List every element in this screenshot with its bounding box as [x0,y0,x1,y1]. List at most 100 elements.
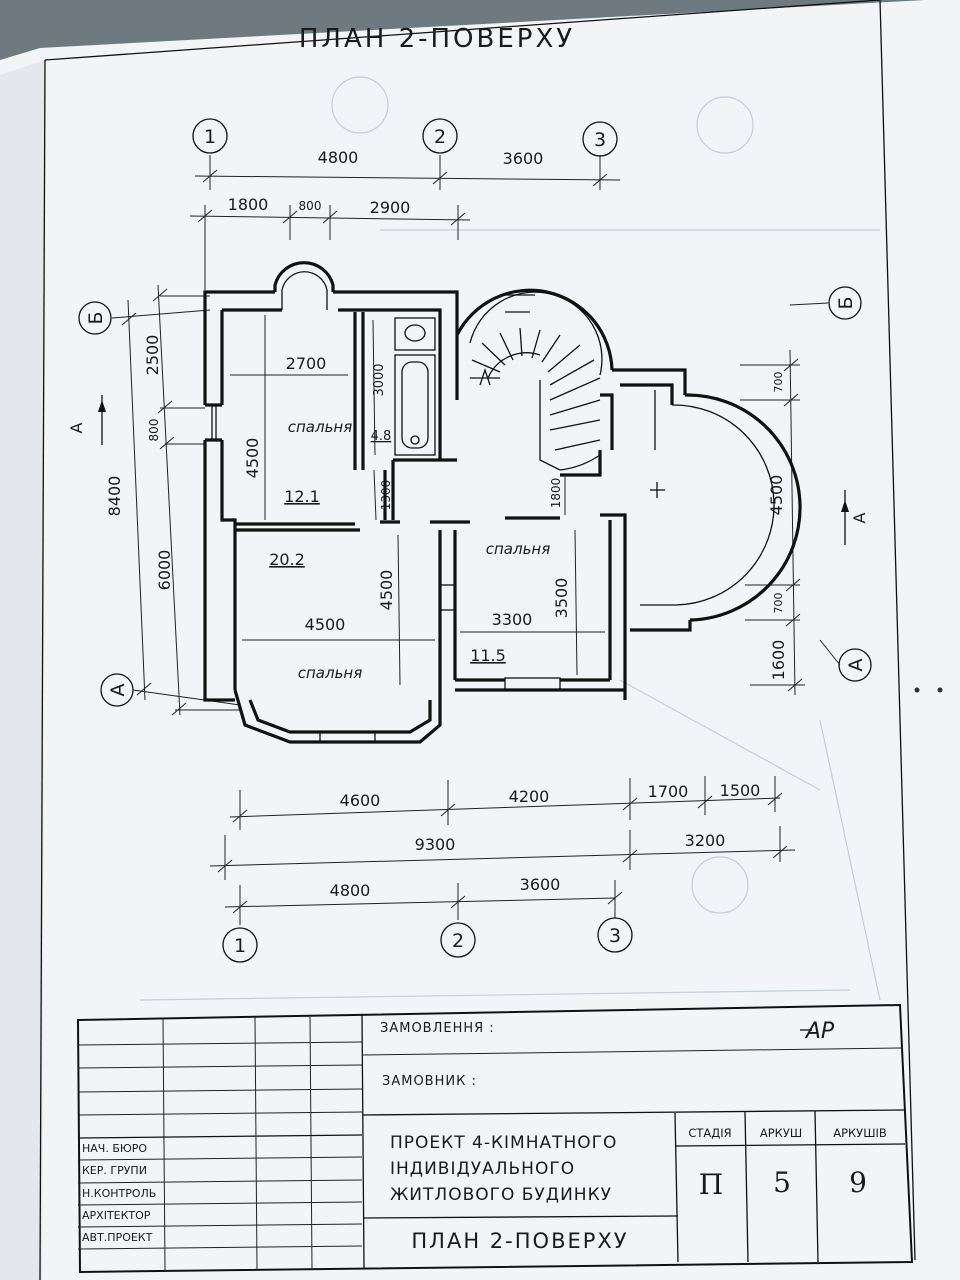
svg-text:800: 800 [147,419,161,442]
stage-header: СТАДІЯ [688,1126,731,1140]
svg-text:2500: 2500 [143,335,162,376]
bottom-axes: 1 2 3 [222,917,633,963]
title-block-text: ЗАМОВЛЕННЯ : АР ЗАМОВНИК : НАЧ. БЮРО КЕР… [82,1019,887,1253]
client-label: ЗАМОВНИК : [382,1074,477,1089]
svg-text:2: 2 [452,930,464,952]
svg-text:3: 3 [594,129,606,151]
axis-bubble-A-right [838,648,872,682]
project-title-line-2: ІНДИВІДУАЛЬНОГО [390,1159,575,1179]
role-3: Н.КОНТРОЛЬ [82,1187,156,1200]
svg-text:4200: 4200 [509,787,550,806]
dim-chain-top-detail: 1800 800 2900 [189,195,471,290]
dim-chain-bottom-row3: 4800 3600 [224,875,623,925]
room-name-2: спальня [298,664,363,682]
svg-text:1800: 1800 [549,478,563,509]
right-axes: Б А [789,286,872,682]
order-label: ЗАМОВЛЕННЯ : [380,1021,495,1036]
stage-value: П [699,1168,723,1201]
svg-text:9300: 9300 [415,835,456,854]
dim-chain-bottom-row2: 9300 3200 [209,826,796,880]
svg-text:3600: 3600 [503,149,544,168]
svg-text:А: А [107,684,129,697]
room-area-1: 12.1 [284,487,320,506]
svg-text:8400: 8400 [105,476,124,517]
section-mark-right: А [841,490,869,545]
svg-text:3000: 3000 [372,363,387,396]
svg-text:700: 700 [772,372,785,393]
svg-text:А: А [67,422,86,433]
svg-text:1600: 1600 [769,640,788,681]
project-title-line-1: ПРОЕКТ 4-КІМНАТНОГО [390,1133,617,1153]
svg-text:3300: 3300 [492,610,533,629]
svg-text:800: 800 [299,199,322,213]
svg-text:Б: Б [85,311,107,324]
svg-text:Б: Б [835,296,857,309]
svg-text:3600: 3600 [520,875,561,894]
axis-bubble-B-left [78,301,112,335]
title-block [76,1003,914,1274]
sheet-header: АРКУШ [760,1126,802,1140]
axis-bubble-1-top [192,118,228,154]
section-mark-left: А [67,395,106,445]
role-1: НАЧ. БЮРО [82,1142,147,1155]
role-5: АВТ.ПРОЕКТ [82,1231,153,1244]
drawing-title: ПЛАН 2-ПОВЕРХУ [411,1229,628,1253]
sheets-value: 9 [849,1166,867,1199]
svg-text:2: 2 [434,126,446,148]
room-name-3: спальня [486,540,551,558]
sheet-title: ПЛАН 2-ПОВЕРХУ [299,24,575,54]
sheet-border-left [39,59,46,1280]
svg-text:4800: 4800 [318,148,359,167]
sheets-header: АРКУШІВ [833,1126,887,1140]
room-area-2: 20.2 [269,550,305,569]
axis-bubble-B-right [828,286,862,320]
svg-text:2700: 2700 [286,354,327,373]
svg-text:4500: 4500 [377,570,396,611]
axis-bubble-2-bottom [440,922,476,958]
svg-text:А: А [850,512,869,523]
svg-text:А: А [845,659,867,672]
svg-text:3: 3 [609,925,621,947]
dim-chain-bottom-row1: 4600 4200 1700 1500 [229,776,783,830]
sheet-value: 5 [773,1166,791,1199]
room-labels: спальня 12.1 спальня 20.2 спальня 11.5 4… [269,418,550,682]
top-axes: 1 2 3 [192,118,618,190]
svg-text:1: 1 [204,126,216,148]
svg-text:4500: 4500 [305,615,346,634]
axis-bubble-1-bottom [222,927,258,963]
interior-dim-labels: 2700 4500 3000 1300 1800 4500 4500 3500 … [243,354,571,634]
svg-text:700: 700 [772,593,785,614]
axis-bubble-3-top [582,121,618,157]
svg-text:6000: 6000 [155,550,174,591]
svg-text:3200: 3200 [685,831,726,850]
role-2: КЕР. ГРУПИ [82,1164,147,1177]
svg-text:4500: 4500 [767,475,786,516]
dim-chain-left-outer: 8400 [105,299,152,701]
svg-text:2900: 2900 [370,198,411,217]
svg-text:4800: 4800 [330,881,371,900]
svg-text:4600: 4600 [340,791,381,810]
axis-bubble-3-bottom [597,917,633,953]
page-edge-marks [914,687,943,693]
svg-text:1500: 1500 [720,781,761,800]
sheet-border-right [879,0,916,1261]
svg-text:1300: 1300 [379,480,393,511]
dim-chain-left-inner: 2500 800 6000 [143,284,240,716]
svg-text:4500: 4500 [243,438,262,479]
floor-plan [203,261,802,744]
room-name-1: спальня [288,418,353,436]
role-4: АРХІТЕКТОР [82,1209,151,1222]
project-title-line-3: ЖИТЛОВОГО БУДИНКУ [390,1185,612,1205]
axis-bubble-2-top [422,118,458,154]
svg-text:1700: 1700 [648,782,689,801]
svg-text:1: 1 [234,935,246,957]
svg-text:1800: 1800 [228,195,269,214]
bathroom-area: 4.8 [371,429,392,444]
room-area-3: 11.5 [470,646,506,665]
dim-chain-top-overall: 4800 3600 [194,148,621,187]
interior-dimensions [230,315,605,686]
bleed-through-lines [139,76,881,1001]
svg-text:3500: 3500 [552,578,571,619]
